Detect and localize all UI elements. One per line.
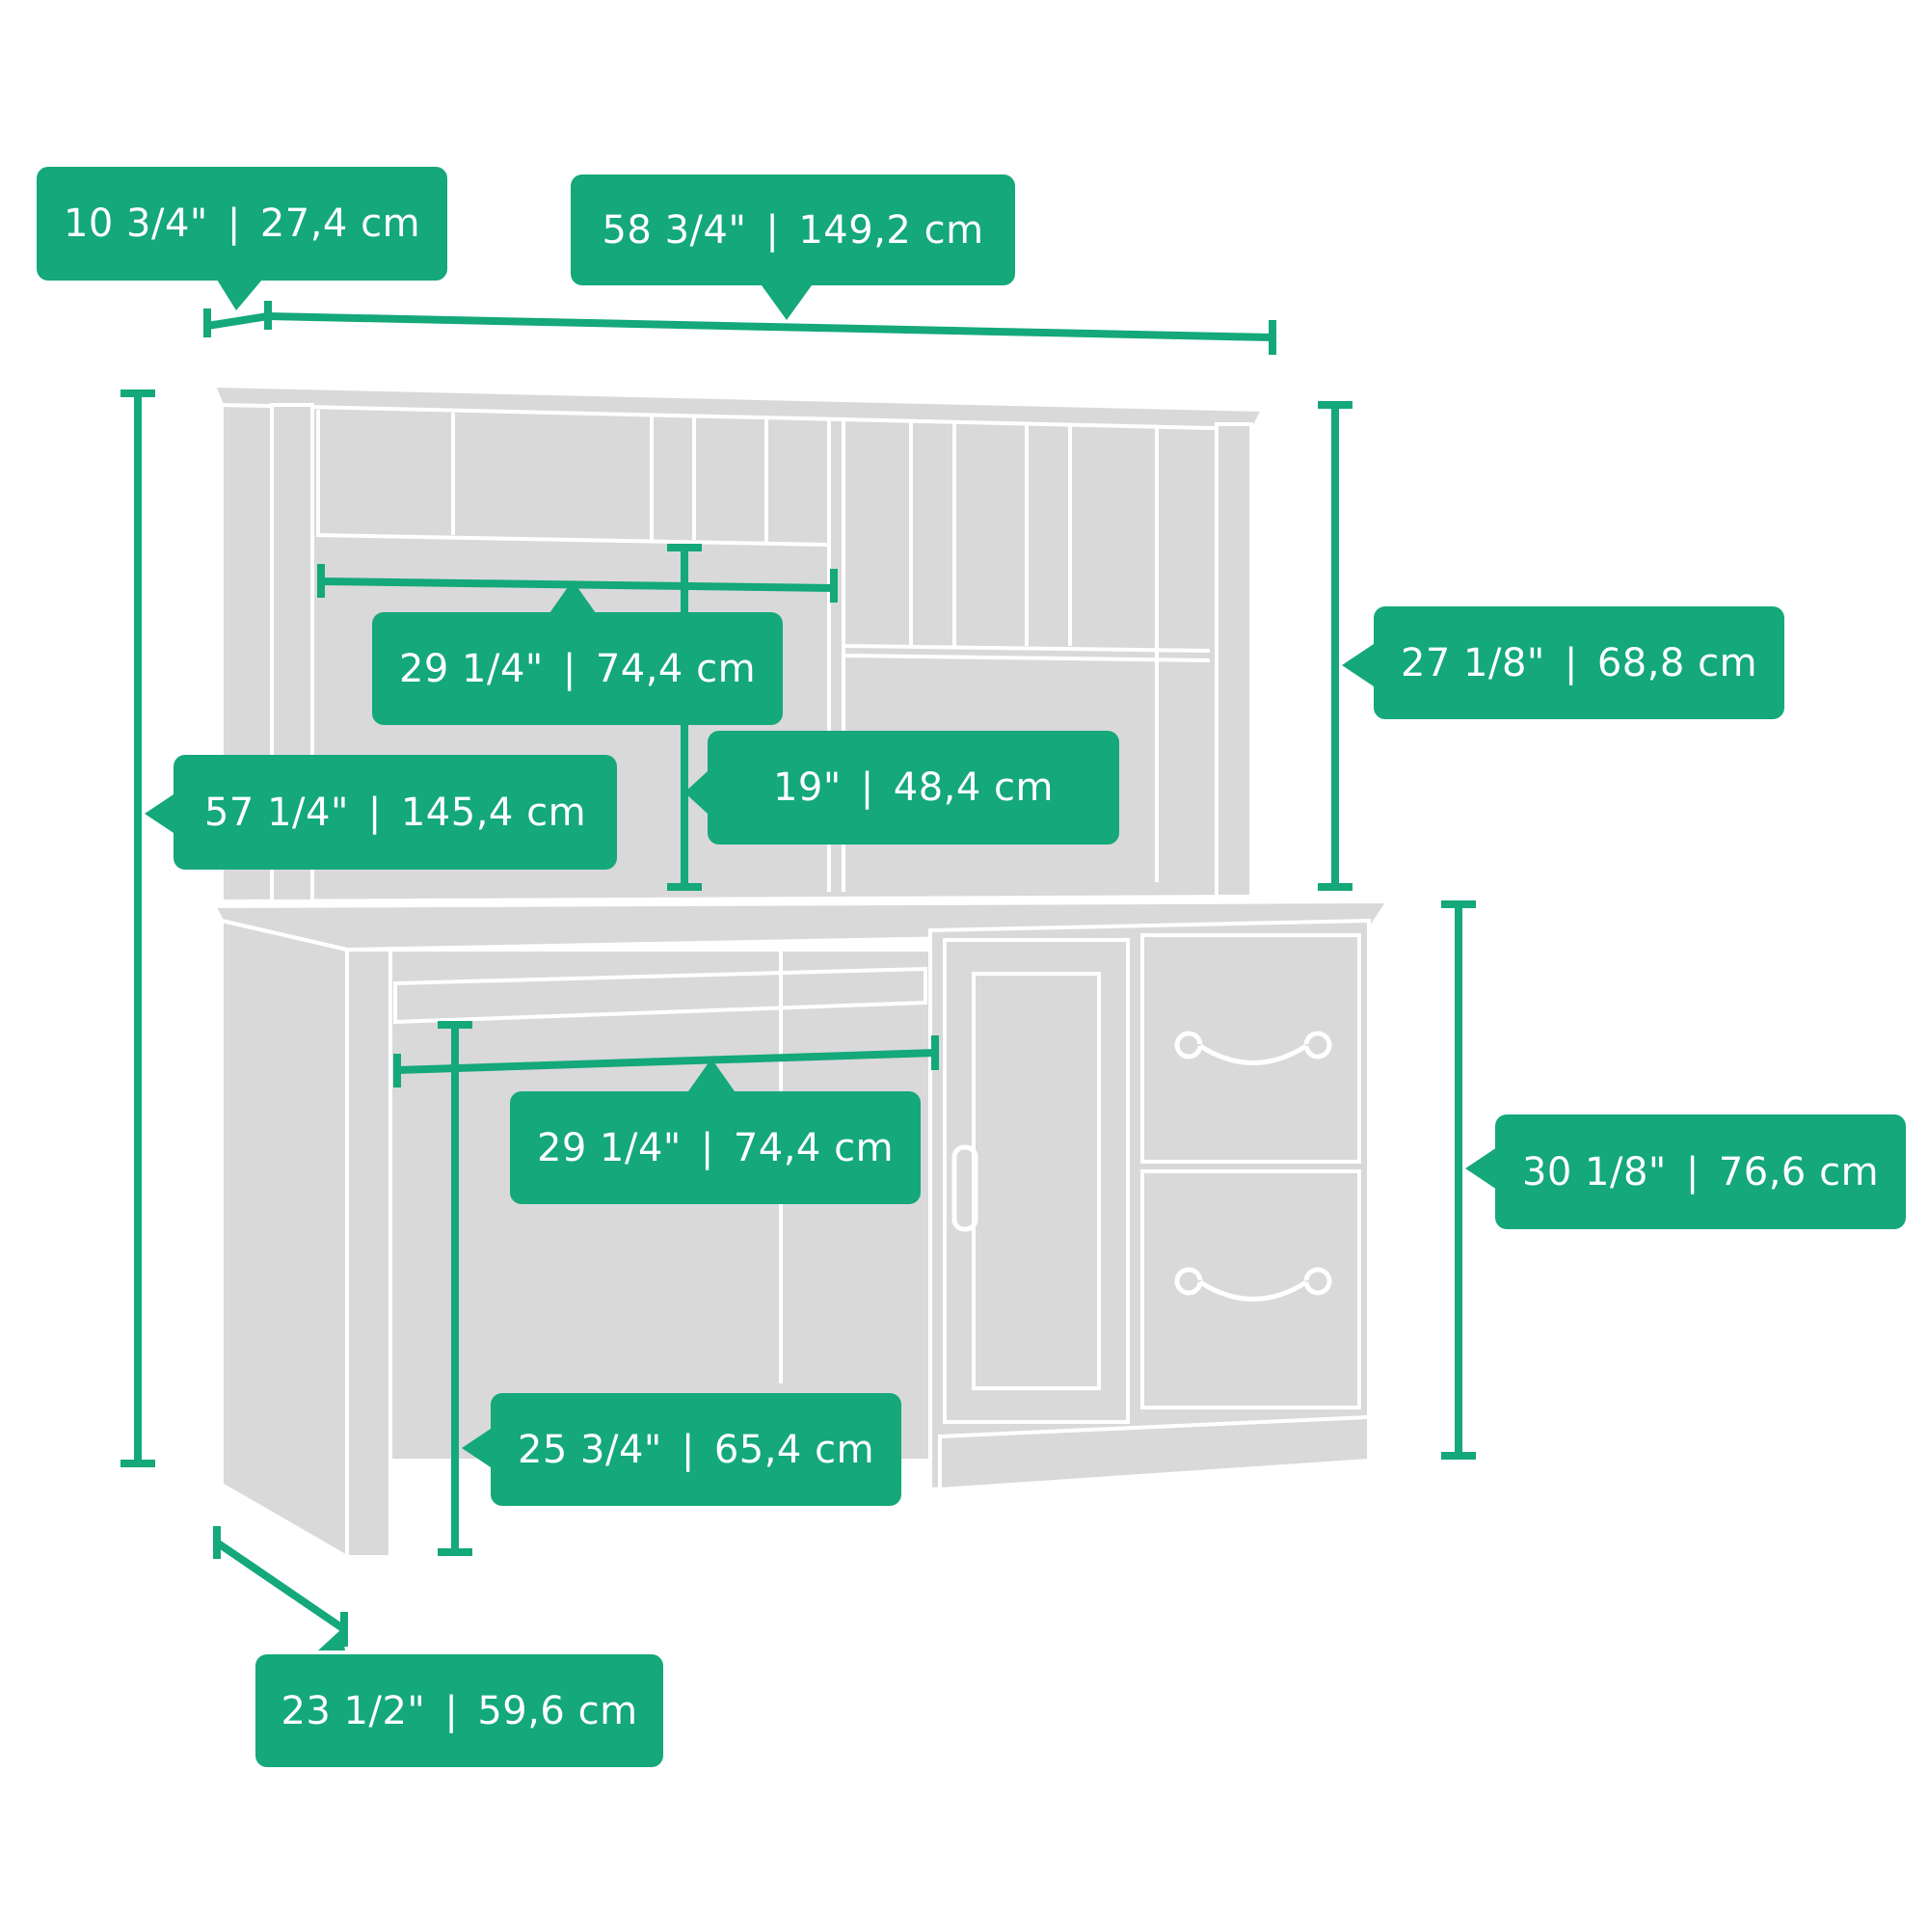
dim-separator: | [681, 1427, 695, 1472]
pointer-overall-height [145, 792, 176, 835]
pointer-desk-depth [318, 1629, 345, 1650]
hutch-right-pilaster [1215, 422, 1253, 899]
dim-cm: 27,4 cm [259, 201, 421, 246]
dim-inches: 23 1/2" [281, 1688, 426, 1733]
dim-cm: 48,4 cm [893, 765, 1054, 810]
pointer-overall-width [762, 285, 812, 320]
dim-cm: 76,6 cm [1718, 1149, 1880, 1194]
dim-line-desk-depth [214, 1539, 347, 1633]
dim-cm: 145,4 cm [400, 790, 587, 835]
dim-separator: | [700, 1125, 714, 1170]
pointer-hutch-height [1342, 644, 1374, 686]
dim-separator: | [562, 646, 576, 691]
dim-label-desk-height: 30 1/8" | 76,6 cm [1495, 1114, 1906, 1229]
pointer-hutch-depth [217, 280, 262, 310]
dim-inches: 10 3/4" [63, 201, 208, 246]
door-lock [951, 1144, 978, 1232]
dim-separator: | [1685, 1149, 1700, 1194]
dim-line-hutch-opening-width [320, 577, 835, 592]
knee-space-back [388, 948, 932, 1462]
pointer-desk-height [1465, 1147, 1497, 1190]
dim-inches: 58 3/4" [602, 207, 747, 253]
dim-separator: | [444, 1688, 459, 1733]
dim-cm: 149,2 cm [798, 207, 984, 253]
dim-line-overall-width [267, 312, 1273, 341]
desk-left-leg [345, 948, 392, 1559]
dim-label-knee-space-width: 29 1/4" | 74,4 cm [510, 1091, 921, 1204]
dim-cm: 74,4 cm [733, 1125, 895, 1170]
dim-separator: | [765, 207, 780, 253]
dim-inches: 29 1/4" [398, 646, 544, 691]
dim-cm: 74,4 cm [595, 646, 757, 691]
desk-left-side [220, 918, 349, 1561]
dim-separator: | [367, 790, 382, 835]
dim-label-knee-space-height: 25 3/4" | 65,4 cm [491, 1393, 901, 1506]
dim-inches: 30 1/8" [1521, 1149, 1667, 1194]
pedestal-door-panel [972, 972, 1101, 1390]
dim-inches: 57 1/4" [203, 790, 349, 835]
dim-label-overall-height: 57 1/4" | 145,4 cm [174, 755, 617, 870]
dim-cm: 59,6 cm [477, 1688, 638, 1733]
dim-inches: 27 1/8" [1400, 640, 1545, 685]
dim-separator: | [860, 765, 874, 810]
drawer-handle-bottom [1174, 1267, 1332, 1301]
dim-separator: | [227, 201, 241, 246]
dim-cm: 68,8 cm [1596, 640, 1758, 685]
dim-label-hutch-height: 27 1/8" | 68,8 cm [1374, 606, 1784, 719]
dim-label-desk-depth: 23 1/2" | 59,6 cm [255, 1654, 663, 1767]
dim-inches: 29 1/4" [536, 1125, 682, 1170]
dim-line-hutch-depth [206, 312, 269, 330]
pointer-hutch-opening-width [549, 580, 596, 613]
dim-inches: 25 3/4" [517, 1427, 662, 1472]
pointer-knee-space-width [688, 1059, 735, 1091]
pointer-knee-space-height [462, 1427, 494, 1469]
dim-cm: 65,4 cm [713, 1427, 875, 1472]
dim-line-knee-space-width [396, 1049, 936, 1074]
dim-label-hutch-opening-height: 19" | 48,4 cm [708, 731, 1119, 845]
desk-top [210, 899, 1392, 953]
pointer-hutch-opening-height [684, 771, 708, 814]
pedestal-base [938, 1414, 1371, 1492]
dim-separator: | [1564, 640, 1578, 685]
dim-inches: 19" [772, 765, 842, 810]
keyboard-tray [393, 966, 927, 1025]
dim-label-hutch-opening-width: 29 1/4" | 74,4 cm [372, 612, 783, 725]
drawer-handle-top [1174, 1031, 1332, 1065]
dim-label-overall-width: 58 3/4" | 149,2 cm [571, 174, 1015, 285]
dim-label-hutch-depth: 10 3/4" | 27,4 cm [37, 167, 447, 281]
